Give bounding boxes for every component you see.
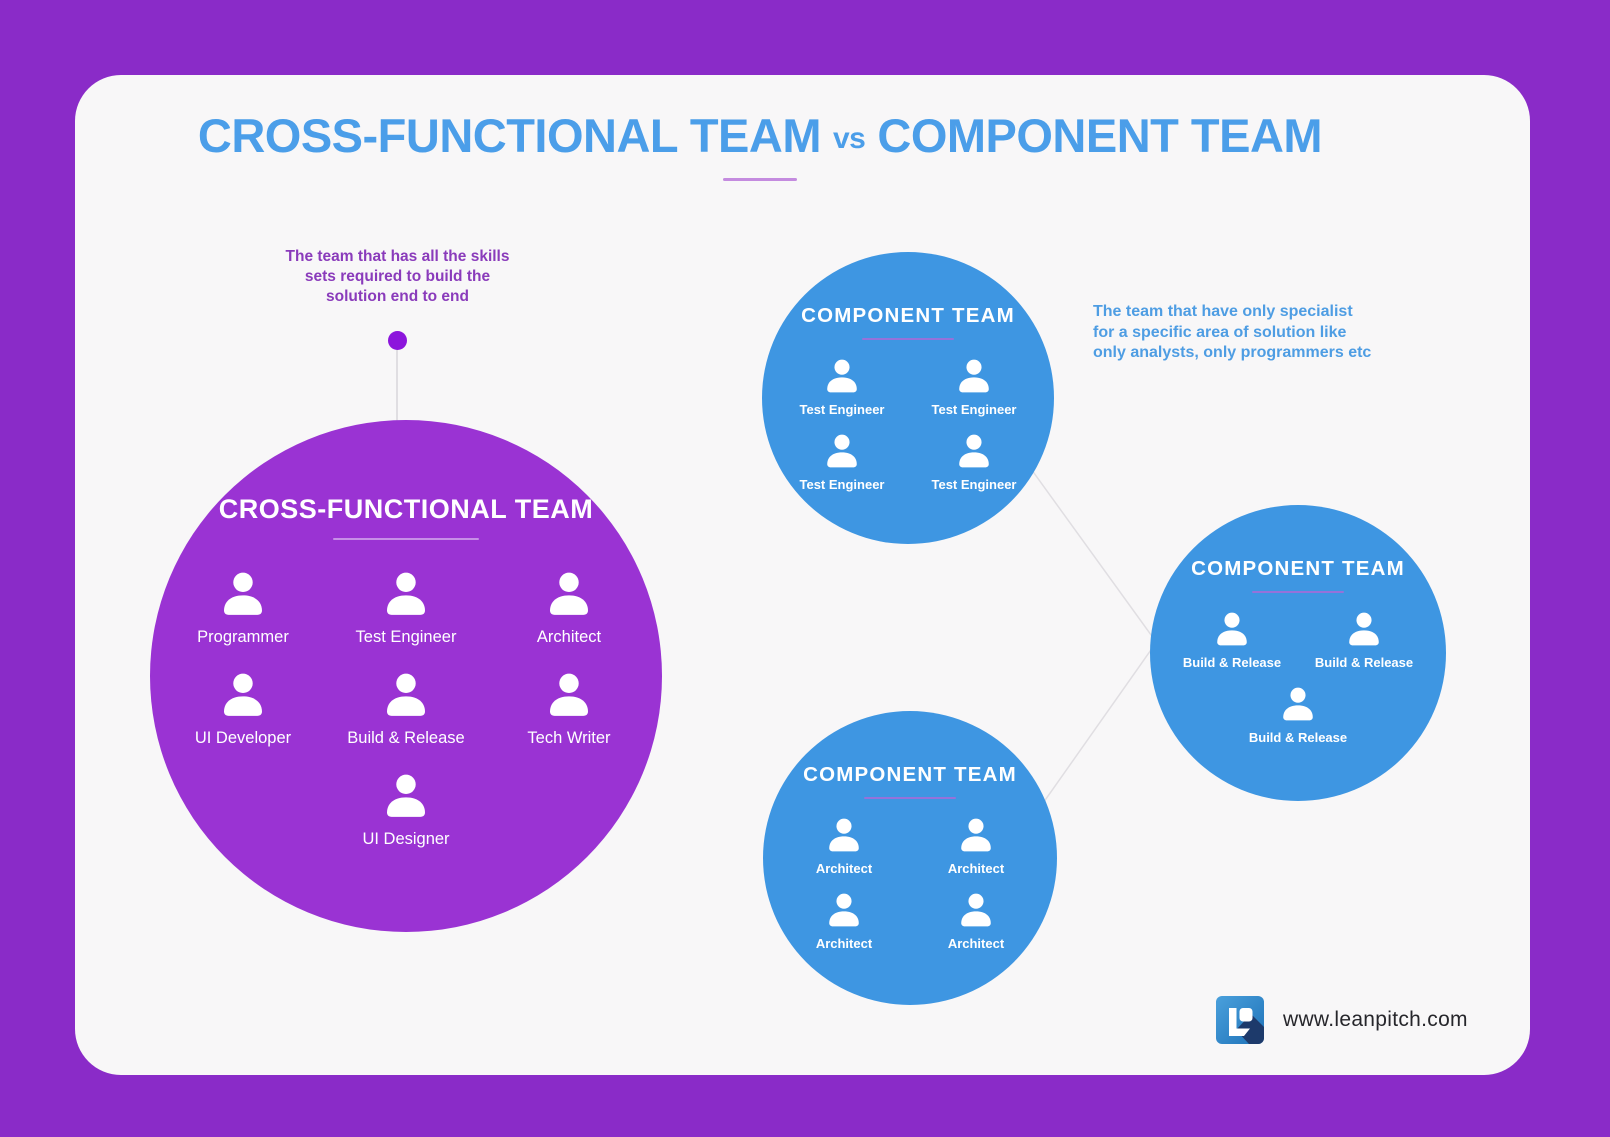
team-member: Architect: [910, 815, 1042, 876]
member-label: Build & Release: [1182, 655, 1282, 670]
note-line: The team that has all the skills: [285, 248, 510, 265]
cross-functional-team-circle: CROSS-FUNCTIONAL TEAM Programmer Test En…: [150, 420, 662, 932]
component-note: The team that have only specialist for a…: [1093, 302, 1433, 364]
member-label: Test Engineer: [931, 402, 1017, 417]
component-team-circle-bottom: COMPONENT TEAM Architect Architect Archi…: [763, 711, 1057, 1005]
member-label: Architect: [815, 936, 873, 951]
cross-functional-note: The team that has all the skills sets re…: [255, 247, 540, 307]
members-grid: Test Engineer Test Engineer Test Enginee…: [773, 356, 1043, 492]
team-heading: COMPONENT TEAM: [803, 763, 1017, 786]
team-member: Programmer: [162, 568, 325, 647]
person-icon: [1343, 609, 1385, 651]
team-member: Test Engineer: [908, 356, 1040, 417]
pointer-dot: [388, 331, 407, 350]
note-line: sets required to build the: [304, 268, 491, 285]
pointer-line: [396, 349, 398, 421]
member-label: Architect: [536, 628, 602, 646]
person-icon: [542, 669, 596, 723]
member-label: Build & Release: [1314, 655, 1414, 670]
person-icon: [955, 890, 997, 932]
members-grid: Programmer Test Engineer Architect UI De…: [156, 568, 656, 849]
team-member: Build & Release: [1166, 609, 1298, 670]
website-url: www.leanpitch.com: [1283, 1008, 1468, 1031]
team-member: Architect: [778, 815, 910, 876]
component-team-circle-right: COMPONENT TEAM Build & Release Build & R…: [1150, 505, 1446, 801]
page-title: CROSS-FUNCTIONAL TEAM vs COMPONENT TEAM: [105, 108, 1415, 163]
member-label: Architect: [947, 861, 1005, 876]
person-icon: [216, 669, 270, 723]
team-member: Test Engineer: [325, 568, 488, 647]
team-member: Architect: [778, 890, 910, 951]
member-label: Architect: [947, 936, 1005, 951]
team-member: Test Engineer: [908, 431, 1040, 492]
note-line: solution end to end: [326, 288, 469, 305]
component-team-circle-top: COMPONENT TEAM Test Engineer Test Engine…: [762, 252, 1054, 544]
title-underline: [723, 178, 797, 181]
person-icon: [379, 770, 433, 824]
team-member: Test Engineer: [776, 356, 908, 417]
title-left: CROSS-FUNCTIONAL TEAM: [197, 109, 822, 162]
person-icon: [955, 815, 997, 857]
brand-footer: www.leanpitch.com: [1216, 996, 1468, 1044]
team-member: Tech Writer: [488, 669, 651, 748]
heading-underline: [864, 797, 956, 799]
team-member: Test Engineer: [776, 431, 908, 492]
person-icon: [821, 356, 863, 398]
team-member: Build & Release: [325, 669, 488, 748]
person-icon: [821, 431, 863, 473]
person-icon: [1277, 684, 1319, 726]
member-label: Test Engineer: [799, 402, 885, 417]
member-label: Tech Writer: [527, 729, 611, 747]
person-icon: [216, 568, 270, 622]
person-icon: [379, 568, 433, 622]
team-member: Architect: [910, 890, 1042, 951]
member-label: Test Engineer: [931, 477, 1017, 492]
member-label: UI Designer: [362, 830, 450, 848]
person-icon: [379, 669, 433, 723]
members-grid: Architect Architect Architect Architect: [775, 815, 1045, 951]
team-member: Architect: [488, 568, 651, 647]
note-line: only analysts, only programmers etc: [1093, 344, 1372, 361]
title-vs: vs: [833, 122, 866, 155]
member-label: Architect: [815, 861, 873, 876]
members-grid: Build & Release Build & Release Build & …: [1163, 609, 1433, 745]
member-label: Test Engineer: [355, 628, 457, 646]
team-heading: COMPONENT TEAM: [801, 304, 1015, 327]
person-icon: [542, 568, 596, 622]
member-label: UI Developer: [194, 729, 292, 747]
title-right: COMPONENT TEAM: [877, 109, 1323, 162]
team-member: Build & Release: [1298, 609, 1430, 670]
heading-underline: [333, 538, 479, 540]
team-heading: CROSS-FUNCTIONAL TEAM: [218, 494, 594, 524]
member-label: Build & Release: [1248, 730, 1348, 745]
person-icon: [823, 815, 865, 857]
leanpitch-logo: [1216, 996, 1264, 1044]
note-line: The team that have only specialist: [1093, 303, 1353, 320]
team-heading: COMPONENT TEAM: [1191, 557, 1405, 580]
heading-underline: [1252, 591, 1344, 593]
team-member: UI Developer: [162, 669, 325, 748]
team-member: UI Designer: [325, 770, 488, 849]
heading-underline: [862, 338, 954, 340]
member-label: Programmer: [197, 628, 289, 646]
person-icon: [823, 890, 865, 932]
person-icon: [953, 431, 995, 473]
team-member: Build & Release: [1232, 684, 1364, 745]
person-icon: [953, 356, 995, 398]
note-line: for a specific area of solution like: [1093, 323, 1347, 341]
member-label: Build & Release: [347, 729, 465, 747]
page-title-block: CROSS-FUNCTIONAL TEAM vs COMPONENT TEAM: [105, 108, 1415, 181]
member-label: Test Engineer: [799, 477, 885, 492]
person-icon: [1211, 609, 1253, 651]
